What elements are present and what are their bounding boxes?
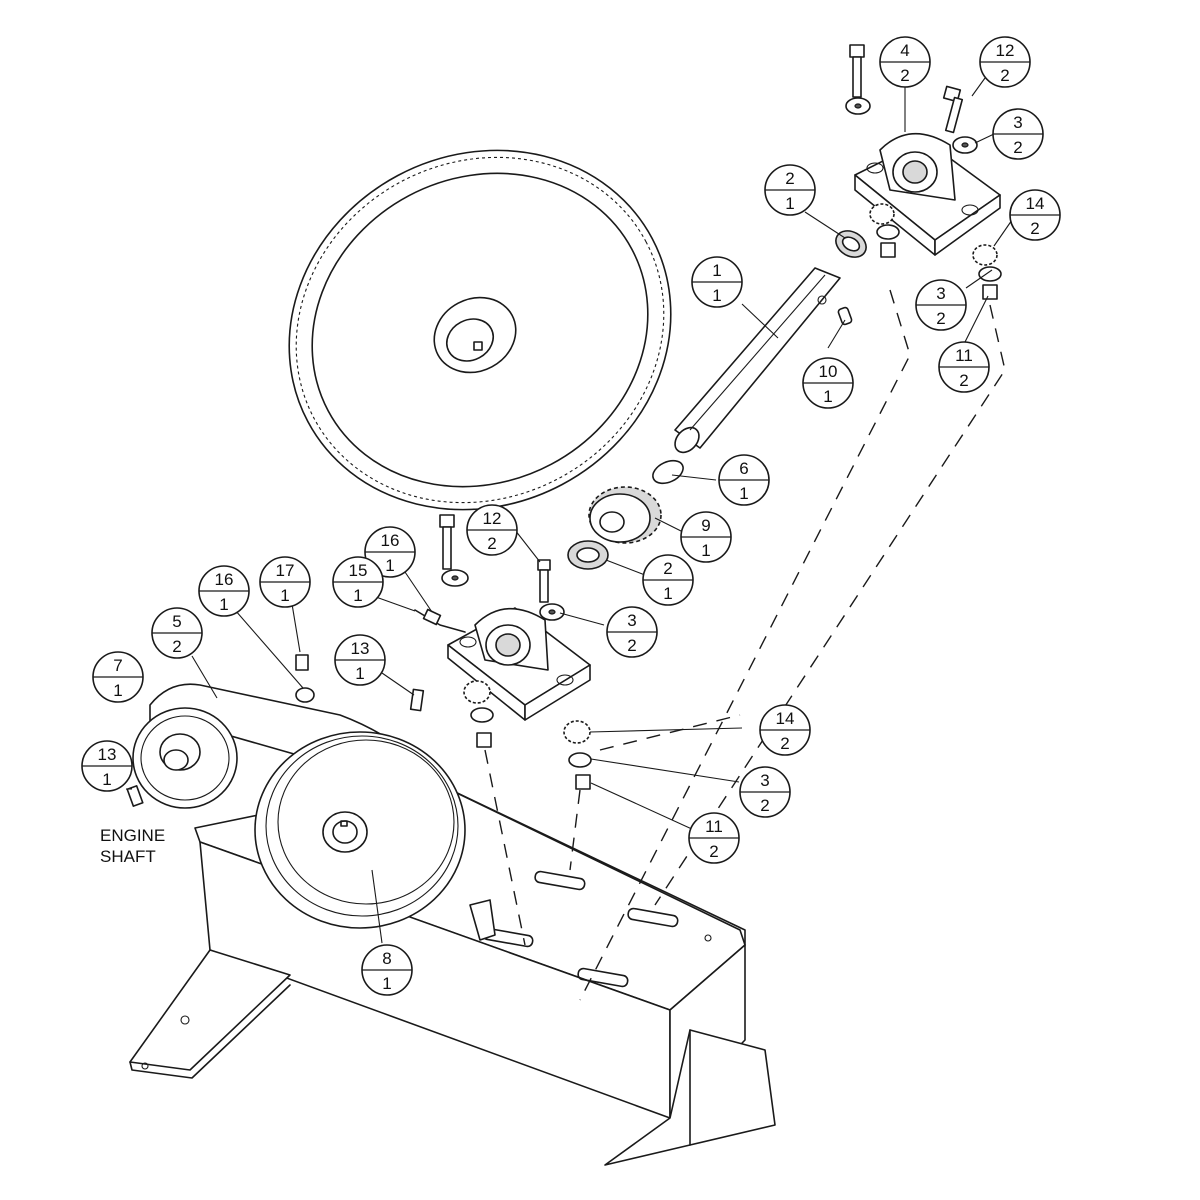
balloon-quantity: 1 <box>712 286 721 305</box>
balloon-quantity: 1 <box>823 387 832 406</box>
balloon-item-number: 12 <box>996 41 1015 60</box>
balloon-quantity: 1 <box>353 586 362 605</box>
engine-label-line2: SHAFT <box>100 847 156 866</box>
balloon-quantity: 1 <box>355 664 364 683</box>
balloon-quantity: 1 <box>219 595 228 614</box>
balloon-item-number: 13 <box>98 745 117 764</box>
balloon-item-number: 12 <box>483 509 502 528</box>
balloon-item-16: 161 <box>198 565 250 617</box>
balloon-quantity: 2 <box>487 534 496 553</box>
balloon-quantity: 2 <box>1013 138 1022 157</box>
balloon-item-7: 71 <box>92 651 144 703</box>
balloon-item-number: 17 <box>276 561 295 580</box>
balloon-item-8: 81 <box>361 944 413 996</box>
frame-slots <box>482 870 679 988</box>
balloon-item-number: 3 <box>760 771 769 790</box>
balloon-item-number: 3 <box>627 611 636 630</box>
balloon-quantity: 1 <box>785 194 794 213</box>
balloon-quantity: 2 <box>760 796 769 815</box>
balloon-item-14: 142 <box>759 704 811 756</box>
balloon-item-3: 32 <box>606 606 658 658</box>
balloon-item-16: 161 <box>364 526 416 578</box>
balloon-item-5: 52 <box>151 607 203 659</box>
leader-lines <box>126 77 1013 944</box>
balloon-item-6: 61 <box>718 454 770 506</box>
balloon-quantity: 1 <box>102 770 111 789</box>
shaft-collar <box>652 459 684 485</box>
top-hardware <box>845 44 1002 300</box>
balloon-quantity: 2 <box>900 66 909 85</box>
balloon-item-number: 3 <box>1013 113 1022 132</box>
balloon-item-number: 2 <box>663 559 672 578</box>
balloon-item-number: 14 <box>776 709 795 728</box>
balloon-quantity: 2 <box>709 842 718 861</box>
balloon-item-12: 122 <box>466 504 518 556</box>
balloon-item-2: 21 <box>642 554 694 606</box>
balloon-item-number: 2 <box>785 169 794 188</box>
balloon-item-number: 15 <box>349 561 368 580</box>
balloon-quantity: 2 <box>936 309 945 328</box>
balloon-item-11: 112 <box>688 812 740 864</box>
balloon-item-2: 21 <box>764 164 816 216</box>
balloon-item-17: 171 <box>259 556 311 608</box>
lower-hardware <box>126 514 592 807</box>
balloon-quantity: 2 <box>1000 66 1009 85</box>
balloon-item-number: 8 <box>382 949 391 968</box>
balloon-item-1: 11 <box>691 256 743 308</box>
main-shaft <box>674 267 841 454</box>
balloon-item-number: 1 <box>712 261 721 280</box>
v-belt-drive <box>132 683 466 929</box>
engine-label-line1: ENGINE <box>100 826 165 845</box>
balloon-quantity: 2 <box>959 371 968 390</box>
balloon-quantity: 1 <box>663 584 672 603</box>
balloon-item-number: 9 <box>701 516 710 535</box>
pillow-block-bearing-top <box>854 132 1001 256</box>
pinion-gear <box>588 486 662 544</box>
balloon-item-10: 101 <box>802 357 854 409</box>
balloon-item-number: 3 <box>936 284 945 303</box>
balloon-quantity: 2 <box>1030 219 1039 238</box>
balloon-item-3: 32 <box>739 766 791 818</box>
balloon-quantity: 1 <box>113 681 122 700</box>
balloon-item-number: 11 <box>705 817 723 836</box>
balloon-quantity: 2 <box>780 734 789 753</box>
balloon-quantity: 1 <box>385 556 394 575</box>
pillow-block-bearing-lower <box>414 607 591 721</box>
balloon-item-3: 32 <box>915 279 967 331</box>
balloon-item-number: 6 <box>739 459 748 478</box>
balloon-quantity: 2 <box>172 637 181 656</box>
balloon-item-number: 5 <box>172 612 181 631</box>
balloon-item-9: 91 <box>680 511 732 563</box>
balloon-item-13: 131 <box>334 634 386 686</box>
balloon-item-13: 131 <box>81 740 133 792</box>
balloon-quantity: 1 <box>382 974 391 993</box>
balloon-item-11: 112 <box>938 341 990 393</box>
balloon-quantity: 2 <box>627 636 636 655</box>
balloon-item-number: 10 <box>819 362 838 381</box>
balloon-item-number: 14 <box>1026 194 1045 213</box>
balloon-quantity: 1 <box>739 484 748 503</box>
balloon-item-4: 42 <box>879 36 931 88</box>
balloon-item-14: 142 <box>1009 189 1061 241</box>
balloon-quantity: 1 <box>280 586 289 605</box>
balloon-item-number: 11 <box>955 346 973 365</box>
balloon-item-number: 16 <box>381 531 400 550</box>
shaft-key <box>837 306 853 326</box>
balloon-item-12: 122 <box>979 36 1031 88</box>
balloon-quantity: 1 <box>701 541 710 560</box>
balloon-item-number: 7 <box>113 656 122 675</box>
balloon-item-3: 32 <box>992 108 1044 160</box>
balloon-item-15: 151 <box>332 556 384 608</box>
balloon-item-number: 13 <box>351 639 370 658</box>
large-gear <box>288 149 672 511</box>
balloon-item-number: 16 <box>215 570 234 589</box>
balloon-item-number: 4 <box>900 41 909 60</box>
